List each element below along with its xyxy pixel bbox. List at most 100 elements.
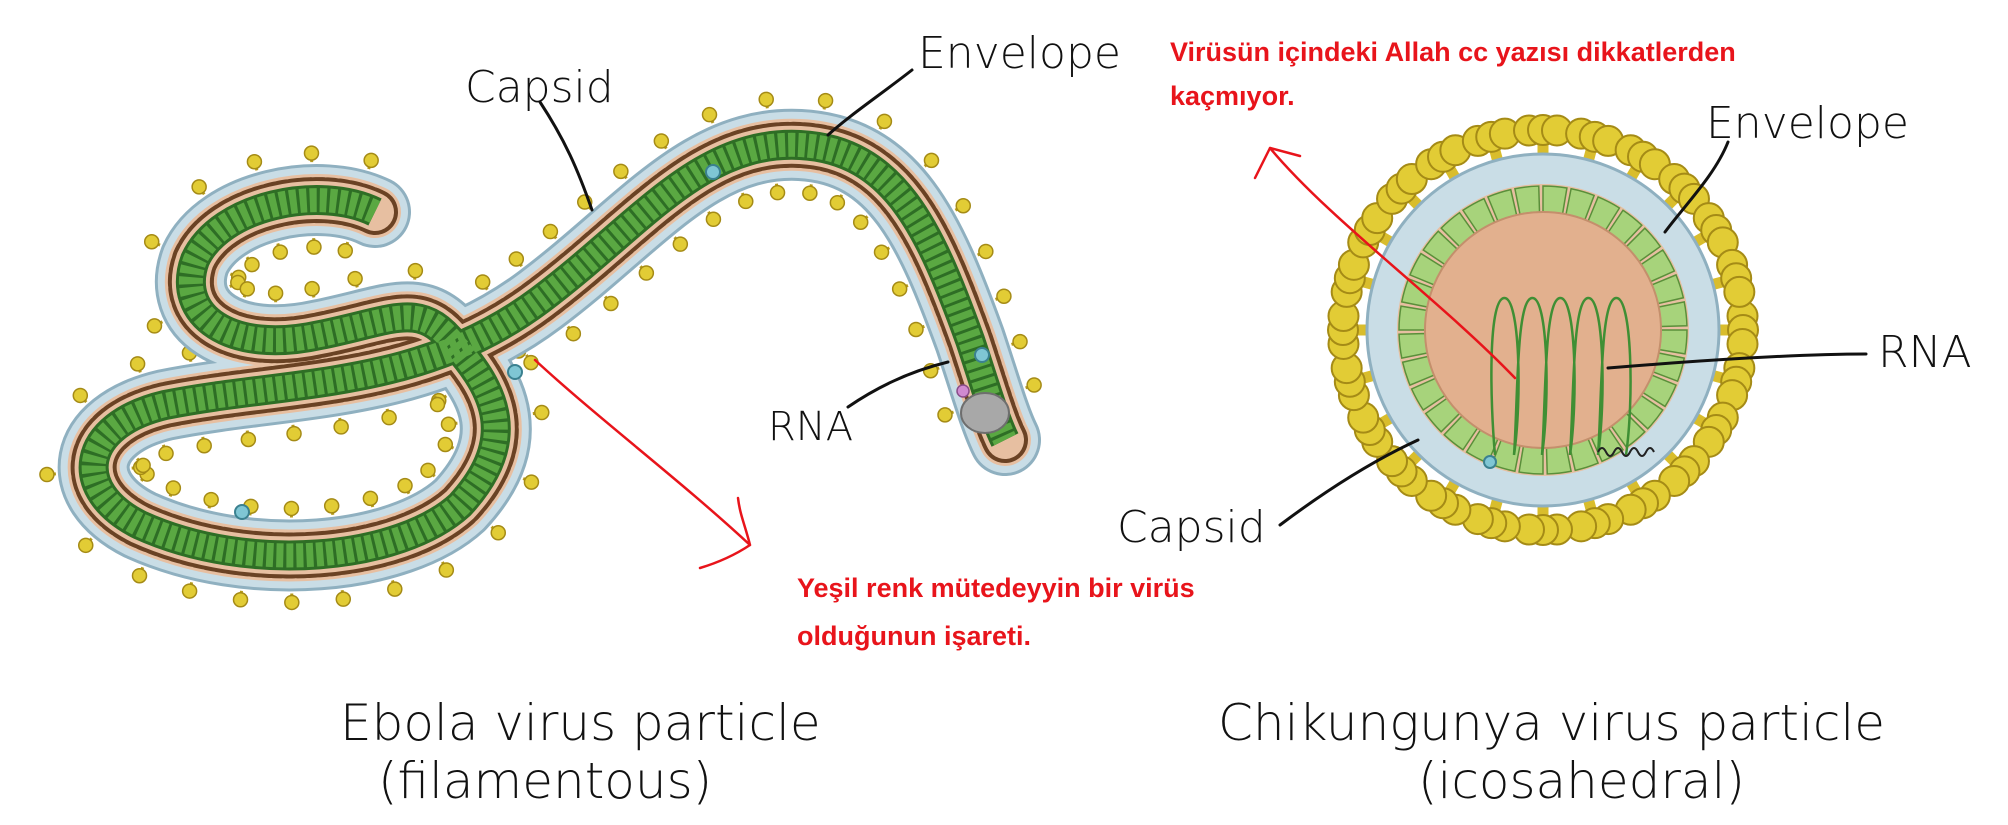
ebola-rna-label: RNA xyxy=(768,404,853,450)
ebola-spike-head xyxy=(672,236,689,252)
ebola-spike-head xyxy=(196,437,212,454)
chik-envelope-label: Envelope xyxy=(1706,98,1909,149)
ebola-spike-head xyxy=(996,288,1012,304)
ebola-spike-head xyxy=(802,185,818,201)
ebola-spike-head xyxy=(246,153,263,170)
chik-capsomere xyxy=(1542,185,1568,215)
ebola-spike-head xyxy=(440,416,457,433)
ebola-spike-head xyxy=(284,594,300,611)
top-annotation-line1: Virüsün içindeki Allah cc yazısı dikkatl… xyxy=(1170,37,1736,67)
ebola-spike-head xyxy=(738,193,754,210)
ebola-spike-head xyxy=(397,477,413,494)
ebola-spike-head xyxy=(873,244,890,260)
ebola-spike-head xyxy=(135,457,151,474)
ebola-spike-head xyxy=(304,280,320,297)
chik-rna-label: RNA xyxy=(1878,327,1972,378)
ebola-protein-dot xyxy=(507,364,523,380)
ebola-protein-dot xyxy=(234,504,250,520)
ebola-spike-head xyxy=(603,295,619,312)
ebola-spike-head xyxy=(923,152,940,169)
ebola-spike-head xyxy=(203,491,219,508)
ebola-spike-head xyxy=(908,321,924,338)
ebola-spike-head xyxy=(891,281,908,297)
ebola-spike-head xyxy=(705,211,722,228)
arrow-to-middle-note xyxy=(533,358,752,570)
ebola-spike-head xyxy=(240,431,257,448)
ebola-spike-head xyxy=(283,500,300,517)
capsid-leader-line xyxy=(538,100,594,212)
ebola-capsid-label: Capsid xyxy=(465,62,614,113)
ebola-spike-head xyxy=(381,409,397,426)
ebola-spike-head xyxy=(876,113,893,130)
chik-spike-head xyxy=(1723,275,1756,308)
ebola-spike-head xyxy=(165,480,182,496)
chik-envelope-leader xyxy=(1663,140,1730,234)
ebola-spike-head xyxy=(239,281,256,297)
ebola-spike-head xyxy=(286,425,302,442)
ebola-spike-head xyxy=(362,490,379,507)
ebola-spike-head xyxy=(387,581,403,597)
ebola-spike-head xyxy=(267,285,284,301)
chik-capsomere xyxy=(1658,329,1688,355)
ebola-spike-head xyxy=(829,194,846,211)
chik-capsomere xyxy=(1398,305,1428,331)
ebola-spike-head xyxy=(653,133,670,149)
chik-caption-line1: Chikungunya virus particle xyxy=(1218,694,1885,752)
ebola-spike-head xyxy=(77,537,94,554)
ebola-spike-head xyxy=(146,318,163,334)
ebola-spike-head xyxy=(191,179,207,195)
ebola-spike-head xyxy=(39,466,55,483)
ebola-spike-head xyxy=(337,243,354,259)
chik-capsomere xyxy=(1398,332,1429,359)
chikungunya-labels: Envelope RNA Capsid Chikungunya virus pa… xyxy=(1117,98,1972,810)
chikungunya-capsid xyxy=(1398,185,1688,475)
ebola-spike-head xyxy=(232,592,249,608)
top-annotation-line2: kaçmıyor. xyxy=(1170,81,1295,111)
arrow-to-top-note xyxy=(1253,146,1517,380)
ebola-spike-head xyxy=(638,265,655,281)
chikungunya-virus-particle xyxy=(1327,114,1759,546)
ebola-spike-head xyxy=(613,163,629,180)
ebola-spike-head xyxy=(429,396,446,413)
chik-rna-leader xyxy=(1606,352,1868,370)
ebola-protein-dot xyxy=(705,164,721,180)
ebola-spike-head xyxy=(131,567,148,584)
ebola-spike-head xyxy=(474,274,491,290)
ebola-spike-head xyxy=(1012,333,1028,350)
rna-leader-line xyxy=(846,360,950,409)
ebola-spike-head xyxy=(758,91,774,108)
ebola-spike-head xyxy=(420,462,436,479)
ebola-spike-head xyxy=(534,404,550,421)
middle-annotation-line1: Yeşil renk mütedeyyin bir virüs xyxy=(797,573,1195,603)
ebola-spike-head xyxy=(335,591,352,607)
ebola-spike-head xyxy=(72,387,89,404)
ebola-spike-head xyxy=(347,270,363,287)
ebola-spike-head xyxy=(323,498,340,514)
chikungunya-rna-tail xyxy=(1597,447,1655,457)
ebola-spike-head xyxy=(701,106,718,123)
ebola-spike-head xyxy=(937,407,953,423)
ebola-spike-head xyxy=(508,251,525,267)
ebola-spike-head xyxy=(272,244,289,260)
ebola-spike-head xyxy=(437,436,454,453)
chik-capsomere xyxy=(1514,185,1541,216)
envelope-leader-line xyxy=(826,68,914,137)
ebola-virus-particle xyxy=(39,91,1042,611)
ebola-spike-head xyxy=(955,198,971,214)
chik-capsid-label: Capsid xyxy=(1117,502,1266,553)
ebola-spike-head xyxy=(490,525,507,541)
ebola-protein-dot xyxy=(974,347,990,363)
ebola-labels: Capsid Envelope RNA Ebola virus particle… xyxy=(340,28,1121,810)
chik-capsomere xyxy=(1657,301,1688,328)
ebola-spike-head xyxy=(306,239,322,255)
ebola-spike-head xyxy=(407,262,424,279)
ebola-spike-head xyxy=(769,184,786,201)
ebola-spike-head xyxy=(333,419,349,435)
chikungunya-cap-dot xyxy=(1483,455,1497,469)
ebola-spike-head xyxy=(181,583,198,599)
ebola-polymerase xyxy=(960,392,1010,434)
ebola-spike-head xyxy=(1026,377,1042,393)
red-annotation-arrows xyxy=(533,146,1517,570)
ebola-spike-head xyxy=(244,256,260,273)
